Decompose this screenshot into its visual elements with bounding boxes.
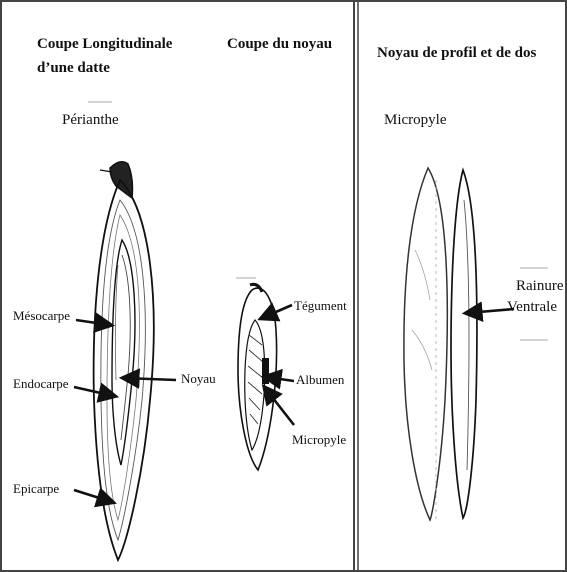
heading-coupe-du-noyau: Coupe du noyau bbox=[227, 36, 332, 53]
micropyle-mark bbox=[262, 358, 269, 384]
heading-noyau-profil-dos: Noyau de profil et de dos bbox=[377, 45, 536, 62]
label-rainure: Rainure bbox=[516, 278, 563, 295]
arrow-endocarpe bbox=[74, 387, 114, 396]
label-ventrale: Ventrale bbox=[507, 299, 557, 316]
seed-back-outline bbox=[451, 170, 477, 518]
arrow-mesocarpe bbox=[76, 320, 110, 325]
arrow-noyau bbox=[124, 378, 176, 380]
date-fruit-drawing bbox=[94, 162, 154, 560]
arrow-tegument bbox=[262, 305, 292, 318]
arrow-albumen bbox=[266, 377, 294, 381]
tegument-outline bbox=[238, 288, 277, 470]
seed-section-drawing bbox=[238, 284, 277, 470]
arrow-epicarpe bbox=[74, 490, 112, 502]
label-perianthe: Périanthe bbox=[62, 112, 119, 129]
arrow-micropyle bbox=[265, 388, 294, 425]
label-albumen: Albumen bbox=[296, 372, 344, 388]
label-noyau: Noyau bbox=[181, 371, 216, 387]
seed-outline bbox=[112, 240, 135, 465]
label-micropyle-section: Micropyle bbox=[292, 432, 346, 448]
heading-d-une-datte: d’une datte bbox=[37, 60, 110, 77]
arrows bbox=[74, 305, 514, 502]
label-endocarpe: Endocarpe bbox=[13, 376, 69, 392]
albumen-outline bbox=[245, 320, 265, 450]
label-micropyle-profile: Micropyle bbox=[384, 112, 446, 129]
epicarp-outline bbox=[94, 180, 154, 560]
heading-coupe-longitudinale: Coupe Longitudinale bbox=[37, 36, 172, 53]
perianth-cap bbox=[110, 162, 133, 198]
label-mesocarpe: Mésocarpe bbox=[13, 308, 70, 324]
label-epicarpe: Epicarpe bbox=[13, 481, 59, 497]
seed-profile-drawing bbox=[404, 168, 477, 520]
label-tegument: Tégument bbox=[294, 298, 347, 314]
seed-profile-outline bbox=[404, 168, 447, 520]
